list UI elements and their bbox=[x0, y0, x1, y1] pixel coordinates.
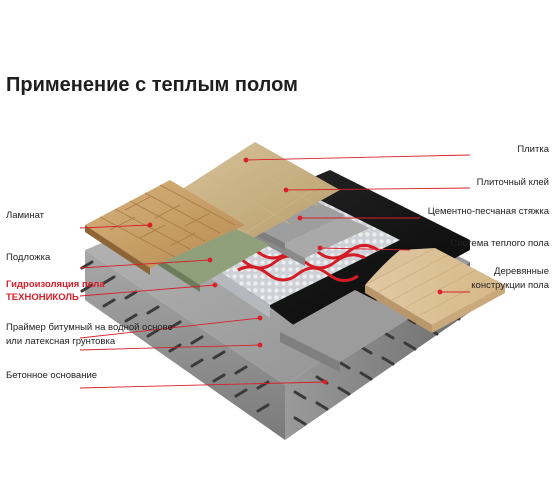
label-wood-1: Деревянные bbox=[494, 266, 549, 277]
label-tile: Плитка bbox=[517, 144, 549, 155]
leader-lines bbox=[79, 154, 471, 389]
page-title: Применение с теплым полом bbox=[6, 74, 298, 96]
label-tile-glue: Плиточный клей bbox=[477, 177, 549, 188]
label-primer-1: Праймер битумный на водной основе bbox=[6, 322, 173, 333]
label-concrete: Бетонное основание bbox=[6, 370, 97, 381]
label-waterproofing-2: ТЕХНОНИКОЛЬ bbox=[6, 292, 79, 303]
laminate bbox=[85, 180, 245, 275]
label-laminate: Ламинат bbox=[6, 210, 45, 221]
wooden-floor-structure bbox=[365, 248, 505, 333]
screed-strip bbox=[280, 290, 410, 372]
label-heating-system: Система теплого пола bbox=[450, 238, 549, 249]
label-waterproofing-1: Гидроизоляция пола bbox=[6, 279, 105, 290]
label-primer-2: или латексная грунтовка bbox=[6, 336, 116, 347]
label-underlay: Подложка bbox=[6, 252, 51, 263]
label-screed: Цементно-песчаная стяжка bbox=[428, 206, 550, 217]
label-wood-2: конструкции пола bbox=[471, 280, 549, 291]
